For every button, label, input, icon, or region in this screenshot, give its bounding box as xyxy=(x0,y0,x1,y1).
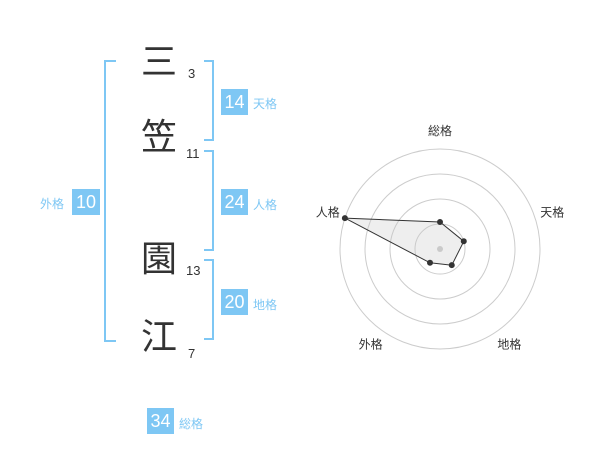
name-char-4: 江 xyxy=(141,317,178,358)
radar-point xyxy=(427,259,434,266)
stroke-count-3: 13 xyxy=(186,263,201,278)
jinkaku-label: 人格 xyxy=(253,198,278,212)
name-char-3: 園 xyxy=(141,239,178,280)
gaikaku-label: 外格 xyxy=(40,197,65,211)
tenkaku-bracket xyxy=(204,60,214,141)
jinkaku-value-badge: 24 xyxy=(221,189,248,215)
radar-point xyxy=(341,215,348,222)
radar-axis-label: 地格 xyxy=(497,336,521,351)
radar-ring xyxy=(389,198,491,300)
tenkaku-value-badge: 14 xyxy=(221,89,248,115)
gaikaku-value-badge: 10 xyxy=(72,189,100,215)
radar-point xyxy=(437,219,443,225)
radar-axis-label: 外格 xyxy=(359,336,383,351)
gaikaku-bracket xyxy=(104,60,116,342)
chikaku-value-badge: 20 xyxy=(221,289,248,315)
soukaku-value-badge: 34 xyxy=(147,408,174,434)
tenkaku-label: 天格 xyxy=(253,97,278,111)
stroke-count-4: 7 xyxy=(188,346,196,361)
stroke-count-1: 3 xyxy=(188,66,196,81)
radar-axis-label: 人格 xyxy=(316,205,340,220)
radar-point xyxy=(460,238,467,245)
name-char-2: 笠 xyxy=(141,117,178,158)
name-char-1: 三 xyxy=(141,42,178,83)
chikaku-label: 地格 xyxy=(253,298,278,312)
radar-ring xyxy=(364,173,516,325)
radar-ring xyxy=(339,148,541,350)
radar-point xyxy=(448,262,455,269)
radar-axis-label: 天格 xyxy=(540,205,564,220)
radar-polygon xyxy=(344,217,465,266)
chikaku-bracket xyxy=(204,259,214,340)
jinkaku-bracket xyxy=(204,150,214,251)
stroke-count-2: 11 xyxy=(186,146,200,161)
radar-axis-label: 総格 xyxy=(428,123,452,138)
radar-center xyxy=(437,246,443,252)
soukaku-label: 総格 xyxy=(179,417,204,431)
